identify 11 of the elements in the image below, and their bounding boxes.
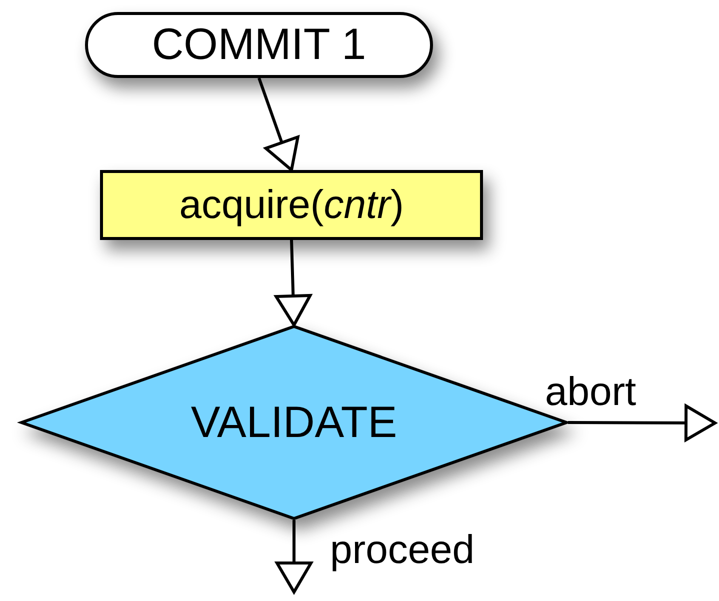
edge-label: proceed — [330, 530, 475, 570]
node-label: COMMIT 1 — [152, 20, 366, 70]
arrow — [568, 404, 716, 442]
terminal-pill — [85, 12, 433, 78]
arrow — [276, 520, 312, 594]
arrow — [258, 78, 300, 172]
arrow — [274, 240, 312, 326]
node-label: acquire(cntr) — [179, 182, 404, 228]
node-label: VALIDATE — [190, 398, 398, 448]
edge-label: abort — [545, 372, 636, 412]
process-box — [100, 170, 483, 240]
